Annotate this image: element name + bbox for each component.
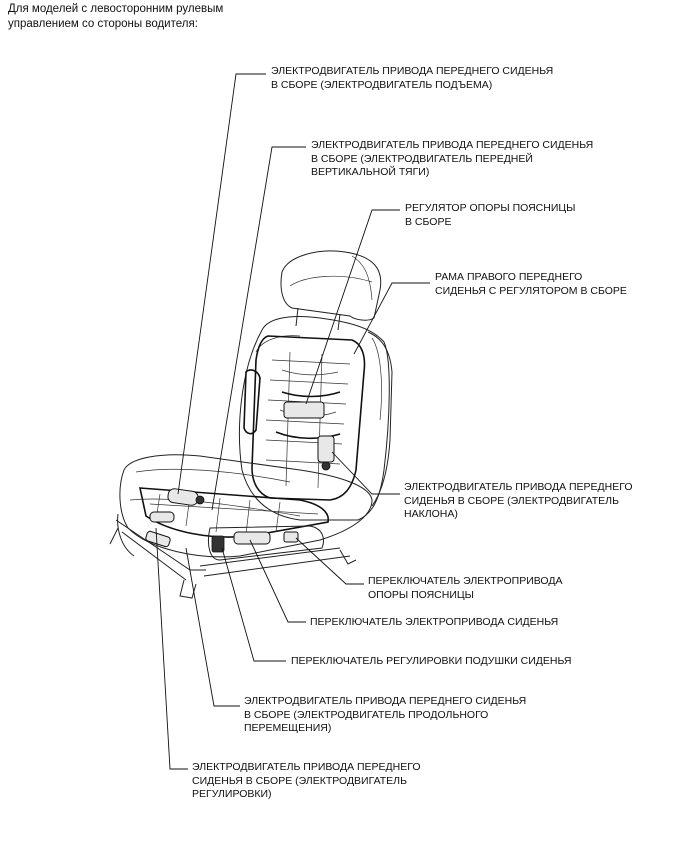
lumbar-pad (283, 401, 325, 419)
callout-cushion-switch: ПЕРЕКЛЮЧАТЕЛЬ РЕГУЛИРОВКИ ПОДУШКИ СИДЕНЬ… (291, 655, 572, 667)
recline-motor-body (317, 435, 335, 463)
callout-seat-switch: ПЕРЕКЛЮЧАТЕЛЬ ЭЛЕКТРОПРИВОДА СИДЕНЬЯ (310, 616, 559, 628)
callout-seat-frame: РАМА ПРАВОГО ПЕРЕДНЕГО СИДЕНЬЯ С РЕГУЛЯТ… (435, 271, 627, 297)
seat-drawing (109, 250, 393, 599)
callout-adjust-motor: ЭЛЕКТРОДВИГАТЕЛЬ ПРИВОДА ПЕРЕДНЕГО СИДЕН… (192, 761, 421, 800)
leader-lumbar-adjuster (305, 209, 400, 405)
leader-lines (155, 73, 430, 770)
callout-reclining-motor: ЭЛЕКТРОДВИГАТЕЛЬ ПРИВОДА ПЕРЕДНЕГО СИДЕН… (404, 481, 633, 520)
side-shield (207, 525, 324, 561)
leader-lifter-motor (177, 73, 266, 495)
leader-slide-motor (185, 547, 240, 707)
header-line-2: управлением со стороны водителя: (8, 18, 198, 30)
lifter-motor-body (167, 488, 199, 506)
leader-lumbar-switch (295, 537, 364, 585)
lumbar-switch-knob (283, 531, 299, 543)
callout-slide-motor: ЭЛЕКТРОДВИГАТЕЛЬ ПРИВОДА ПЕРЕДНЕГО СИДЕН… (244, 695, 527, 734)
leader-cushion-switch (221, 547, 286, 662)
leader-seat-switch (249, 539, 306, 623)
cushion-switch-knob (211, 535, 225, 553)
leader-adjust-motor (155, 527, 188, 770)
callout-lumbar-adjuster: РЕГУЛЯТОР ОПОРЫ ПОЯСНИЦЫ В СБОРЕ (405, 202, 576, 228)
diagram-header: Для моделей с левосторонним рулевым упра… (8, 2, 223, 32)
seatback-frame (251, 335, 366, 501)
slide-motor-body (145, 530, 171, 548)
header-line-1: Для моделей с левосторонним рулевым (8, 3, 224, 15)
seat-switch-knob (233, 531, 271, 545)
callout-lumbar-switch: ПЕРЕКЛЮЧАТЕЛЬ ЭЛЕКТРОПРИВОДА ОПОРЫ ПОЯСН… (368, 575, 563, 601)
callout-lifter-motor: ЭЛЕКТРОДВИГАТЕЛЬ ПРИВОДА ПЕРЕДНЕГО СИДЕН… (271, 65, 554, 91)
leader-reclining-motor (331, 451, 400, 495)
callout-front-vertical-motor: ЭЛЕКТРОДВИГАТЕЛЬ ПРИВОДА ПЕРЕДНЕГО СИДЕН… (311, 139, 594, 178)
leader-front-vertical-motor (211, 146, 306, 511)
headrest (280, 250, 382, 321)
seatback-outline (239, 316, 390, 521)
front-vertical-motor-body (149, 511, 175, 523)
leader-seat-frame (353, 282, 430, 355)
frame-internals (265, 351, 351, 489)
